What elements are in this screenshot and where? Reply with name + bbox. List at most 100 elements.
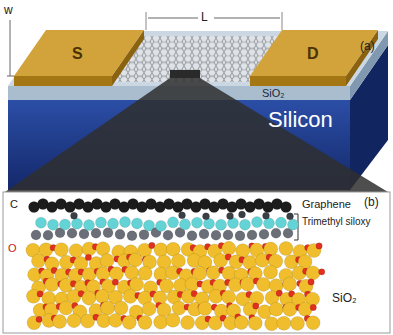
oxide-top [8, 31, 388, 86]
layer-label: Graphene [302, 198, 351, 210]
atom [36, 217, 47, 228]
atom [31, 230, 41, 240]
atom [45, 278, 59, 292]
atom [53, 314, 67, 328]
panel-frame [3, 192, 390, 333]
atom [60, 219, 71, 230]
dimension-label: w [4, 4, 13, 17]
atom [103, 228, 113, 238]
atom [240, 277, 254, 291]
length-dimension [214, 17, 280, 18]
atom [276, 217, 287, 228]
atom [283, 277, 297, 291]
layer-label: Trimethyl siloxy [302, 216, 382, 227]
atom [222, 241, 236, 255]
atom [101, 301, 115, 315]
electrode-label: S [72, 45, 83, 63]
atom [239, 211, 246, 218]
atom [69, 244, 83, 258]
length-dimension [148, 17, 198, 18]
source-top [14, 30, 144, 76]
atom [163, 230, 173, 240]
atom [181, 316, 195, 330]
atom [216, 219, 227, 230]
atom [142, 302, 156, 316]
electrode-label: D [307, 45, 319, 63]
length-dimension [148, 17, 280, 18]
atom [82, 268, 96, 282]
atom [54, 243, 68, 257]
zoom-projection [5, 78, 388, 192]
dimension-tick [146, 12, 147, 30]
atom [168, 217, 179, 228]
atom [36, 316, 42, 322]
atom [234, 316, 248, 330]
atom [281, 202, 292, 213]
atom [187, 231, 197, 241]
atom [84, 220, 95, 231]
atom [127, 231, 137, 241]
atom-model [26, 199, 325, 331]
atom [206, 266, 220, 280]
dimension-tick [7, 76, 14, 77]
atom [91, 228, 101, 238]
atom [269, 302, 283, 316]
atom [306, 266, 320, 280]
atom [72, 218, 83, 229]
atom [271, 228, 281, 238]
atom [67, 228, 77, 238]
atom [82, 291, 96, 305]
atom-label: C [10, 198, 18, 210]
atom [81, 314, 95, 328]
atom [203, 213, 210, 220]
atom [264, 218, 275, 229]
atom [114, 301, 128, 315]
atom [318, 269, 324, 275]
atom [253, 303, 259, 309]
atom [310, 304, 316, 310]
atom [199, 229, 209, 239]
panel-label: (a) [360, 40, 375, 53]
atom [252, 217, 263, 228]
atom [138, 316, 152, 330]
atom [31, 254, 45, 268]
layer-label: SiO₂ [332, 292, 357, 305]
atom [290, 316, 304, 330]
atom [166, 313, 180, 327]
drain-front [250, 76, 346, 86]
layer-label: SiO₂ [262, 87, 285, 99]
atom [109, 313, 123, 327]
atom [306, 316, 320, 330]
atom [139, 230, 149, 240]
atom [222, 290, 236, 304]
atom [179, 212, 186, 219]
atom [100, 254, 114, 268]
atom [256, 277, 270, 291]
atom [279, 242, 293, 256]
atom [108, 218, 119, 229]
panel-label: (b) [364, 196, 379, 209]
atom [198, 302, 212, 316]
atom [122, 315, 136, 329]
atom [43, 230, 53, 240]
atom [130, 277, 144, 291]
atom [132, 218, 143, 229]
atom [308, 279, 314, 285]
atom [115, 229, 125, 239]
atom [59, 301, 73, 315]
atom [288, 219, 299, 230]
atom [240, 219, 251, 230]
atom [316, 243, 322, 249]
atom [227, 212, 234, 219]
atom [248, 316, 262, 330]
atom [67, 314, 81, 328]
atom [192, 217, 203, 228]
atom [247, 230, 257, 240]
atom [120, 217, 131, 228]
atom-label: O [8, 242, 17, 254]
atom [265, 317, 279, 331]
dimension-label: L [201, 11, 208, 24]
drain-top [250, 30, 378, 76]
atom [154, 243, 168, 257]
atom [235, 231, 245, 241]
